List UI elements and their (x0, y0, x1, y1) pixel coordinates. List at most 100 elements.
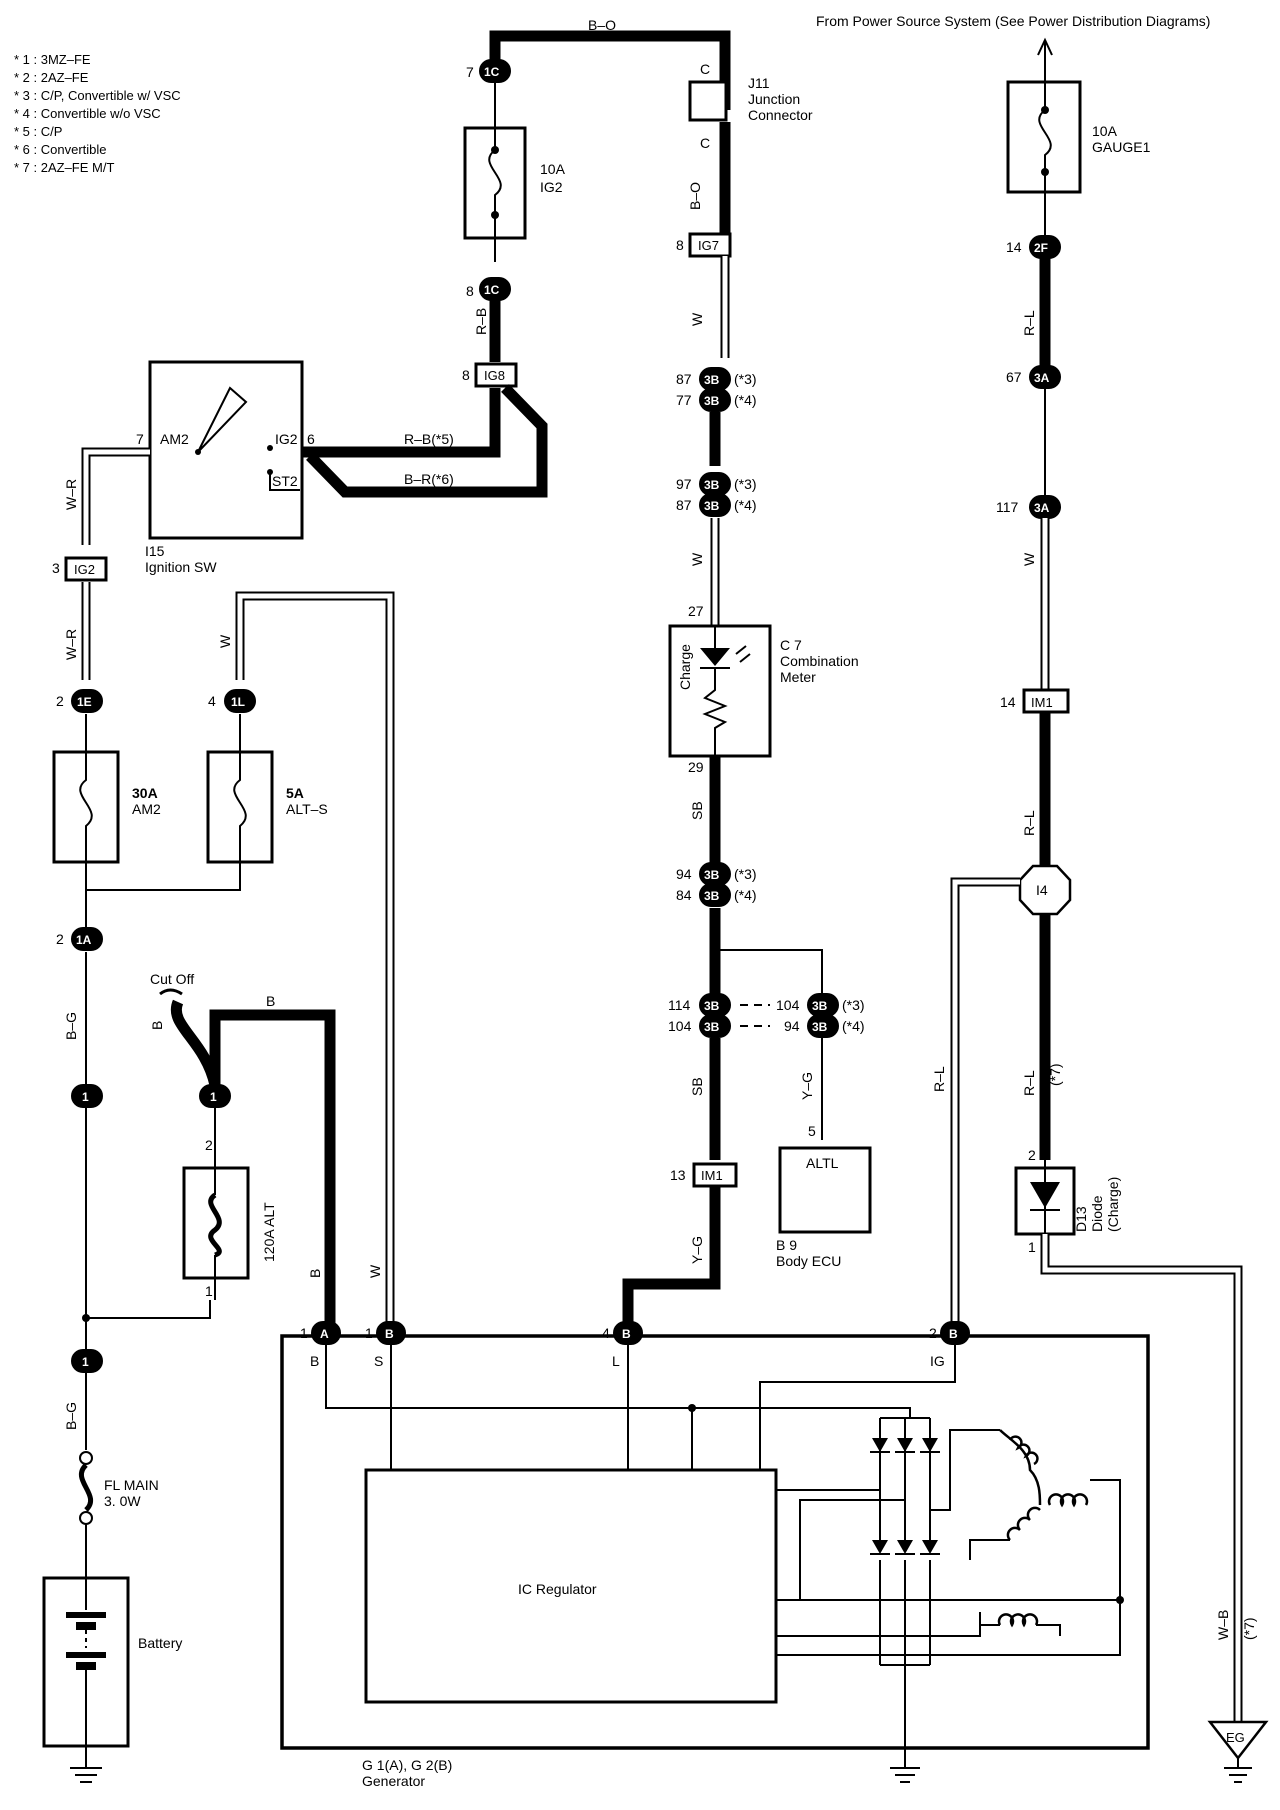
svg-text:1: 1 (82, 1355, 89, 1369)
b-o-wire (489, 30, 731, 78)
wire-label-r-l-note: (*7) (1047, 1063, 1063, 1086)
fl-main-fusible-link (78, 1451, 94, 1578)
combination-meter-c7 (668, 624, 772, 758)
svg-text:1L: 1L (231, 695, 245, 709)
svg-text:IM1: IM1 (701, 1168, 723, 1183)
power-source-note: From Power Source System (See Power Dist… (816, 13, 1210, 29)
svg-text:B: B (622, 1327, 631, 1341)
wire-label-w-b: W–B (1215, 1610, 1231, 1640)
svg-text:67: 67 (1006, 369, 1022, 385)
svg-text:3B: 3B (704, 868, 720, 882)
generator-id: G 1(A), G 2(B) (362, 1757, 452, 1773)
ignition-switch-i15 (148, 360, 304, 540)
svg-text:1: 1 (300, 1325, 308, 1341)
svg-text:1E: 1E (77, 695, 92, 709)
ignition-st2-label: ST2 (272, 473, 298, 489)
gauge1-fuse-rating: 10A (1092, 123, 1118, 139)
connector-3b-114: 114 3B (668, 993, 731, 1017)
gauge1-fuse (1006, 60, 1082, 238)
joint-i4: I4 (1018, 864, 1072, 916)
svg-text:3B: 3B (812, 1020, 828, 1034)
wire-label-b-2: B (266, 993, 275, 1009)
wire-label-r-l-3: R–L (931, 1066, 947, 1092)
ground-eg: EG (1207, 1720, 1269, 1783)
generator-terminal-4b: 4 B (602, 1321, 643, 1345)
svg-text:2: 2 (56, 693, 64, 709)
wire-label-r-l-4: R–L (1021, 1070, 1037, 1096)
svg-text:7: 7 (466, 64, 474, 80)
r-b-5-wire (302, 388, 501, 458)
generator-box (280, 1334, 1150, 1750)
svg-text:3: 3 (52, 560, 60, 576)
j11-id: J11 (748, 75, 770, 91)
svg-text:1: 1 (365, 1325, 373, 1341)
ignition-pin-7: 7 (136, 431, 144, 447)
wire-label-w-r: W–R (63, 479, 79, 510)
legend: * 1 : 3MZ–FE * 2 : 2AZ–FE * 3 : C/P, Con… (14, 52, 181, 175)
svg-text:IM1: IM1 (1031, 695, 1053, 710)
svg-text:104: 104 (668, 1018, 692, 1034)
j11-pin-top: C (700, 61, 710, 77)
legend-item: * 4 : Convertible w/o VSC (14, 106, 161, 121)
j11-line2: Connector (748, 107, 813, 123)
wire-label-b-g: B–G (63, 1012, 79, 1040)
connector-3b-94b: 94 3B (*4) (784, 1014, 865, 1038)
legend-item: * 5 : C/P (14, 124, 62, 139)
w-r-wire (81, 447, 150, 545)
svg-text:3B: 3B (704, 499, 720, 513)
connector-3b-77: 77 3B (*4) (676, 388, 757, 412)
junction-connector-j11 (688, 78, 731, 240)
alt-fuse-pin-top: 2 (205, 1137, 213, 1153)
generator-terminal-l: L (612, 1353, 620, 1369)
connector-1a: 2 1A (56, 927, 103, 951)
svg-text:14: 14 (1000, 694, 1016, 710)
wire-label-y-g-1: Y–G (799, 1072, 815, 1100)
wire-label-r-b: R–B (473, 308, 489, 335)
svg-text:2: 2 (56, 931, 64, 947)
connector-1c-bottom: 8 1C (466, 277, 511, 301)
am2-fuse-name: AM2 (132, 801, 161, 817)
diode-line2: (Charge) (1105, 1177, 1121, 1232)
svg-text:14: 14 (1006, 239, 1022, 255)
svg-text:(*4): (*4) (842, 1018, 865, 1034)
svg-text:IG7: IG7 (698, 238, 719, 253)
junction-1-left: 1 (71, 1084, 103, 1108)
fl-main-name: FL MAIN (104, 1477, 159, 1493)
connector-3b-87b: 87 3B (*4) (676, 493, 757, 517)
svg-text:8: 8 (676, 237, 684, 253)
svg-text:117: 117 (996, 499, 1019, 515)
svg-text:3B: 3B (704, 394, 720, 408)
generator-name: Generator (362, 1773, 425, 1789)
connector-3a-67: 67 3A (1006, 365, 1061, 389)
svg-text:(*3): (*3) (734, 371, 757, 387)
meter-line2: Meter (780, 669, 816, 685)
diode-pin-2: 2 (1028, 1147, 1036, 1163)
meter-charge-label: Charge (677, 644, 693, 690)
wire-label-w-r-2: W–R (63, 629, 79, 660)
svg-text:(*4): (*4) (734, 497, 757, 513)
cutoff-wire (170, 999, 221, 1087)
ignition-am2-label: AM2 (160, 431, 189, 447)
legend-item: * 2 : 2AZ–FE (14, 70, 89, 85)
ignition-ig2-label: IG2 (275, 431, 298, 447)
svg-text:3B: 3B (704, 478, 720, 492)
svg-text:94: 94 (784, 1018, 800, 1034)
connector-3b-87: 87 3B (*3) (676, 367, 757, 391)
generator-terminal-b: B (310, 1353, 319, 1369)
wire-label-b-3: B (307, 1269, 323, 1278)
legend-item: * 3 : C/P, Convertible w/ VSC (14, 88, 181, 103)
wire-label-r-l-1: R–L (1021, 310, 1037, 336)
svg-text:2: 2 (929, 1325, 937, 1341)
battery-label: Battery (138, 1635, 182, 1651)
svg-text:84: 84 (676, 887, 692, 903)
wire-label-y-g-2: Y–G (689, 1236, 705, 1264)
legend-item: * 6 : Convertible (14, 142, 107, 157)
connector-3b-104b: 104 3B (*3) (776, 993, 865, 1017)
connector-ig8: 8 IG8 (462, 362, 518, 388)
svg-text:97: 97 (676, 476, 692, 492)
svg-text:1C: 1C (484, 65, 500, 79)
generator-terminal-2b: 2 B (929, 1321, 970, 1345)
wire-label-b-r-6: B–R(*6) (404, 471, 454, 487)
svg-text:B: B (385, 1327, 394, 1341)
